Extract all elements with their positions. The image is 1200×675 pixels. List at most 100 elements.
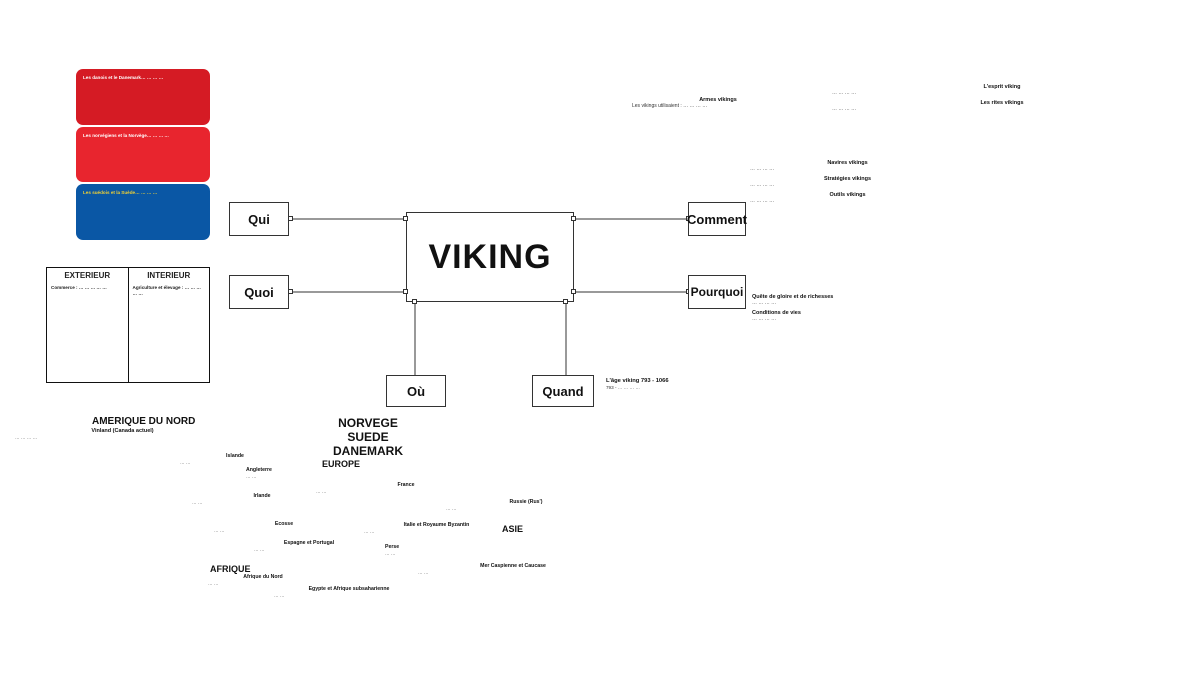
esprit-block: L'esprit viking … … … … Les rites viking… <box>832 84 1172 113</box>
place-title: Vinland (Canada actuel) <box>91 428 154 434</box>
place-text: … … <box>208 580 219 586</box>
vinland-block: Vinland (Canada actuel) … … … … <box>15 428 230 441</box>
armes-block: Armes vikings Les vikings utilisaient : … <box>632 97 804 110</box>
section-text: … … … … <box>752 300 777 307</box>
card-text: Les norvégiens et la Norvège… … … … <box>83 133 170 138</box>
ecosse-block: Ecosse … … <box>214 521 354 534</box>
anchor <box>571 216 576 221</box>
place-text: … … <box>364 444 376 449</box>
irlande-block: Irlande … … <box>192 493 332 506</box>
place-text: … … … … <box>15 434 38 440</box>
region-title: EUROPE <box>322 459 361 469</box>
navires-block: Navires vikings … … … … Stratégies vikin… <box>750 160 945 204</box>
branch-quoi[interactable]: Quoi <box>229 275 289 309</box>
place-text: … … <box>418 569 429 575</box>
place-title: Egypte et Afrique subsaharienne <box>308 586 390 592</box>
place-text: … … <box>316 488 327 494</box>
section-text: … … … … <box>752 316 777 323</box>
place-text: … … <box>446 505 457 511</box>
russie-block: Russie (Rus') … … <box>446 499 606 512</box>
section-title: Quête de gloire et de richesses <box>752 294 834 300</box>
afrique-nord-block: Afrique du Nord … … <box>208 574 318 587</box>
branch-label: Quoi <box>244 284 274 300</box>
branch-label: Qui <box>248 211 270 227</box>
section-title: Outils vikings <box>829 191 866 198</box>
table-header: INTERIEUR <box>147 271 191 280</box>
branch-comment[interactable]: Comment <box>687 202 747 236</box>
branch-label: Où <box>406 383 426 399</box>
france-block: France … … <box>316 482 496 495</box>
italie-block: Italie et Royaume Byzantin … … <box>364 522 509 535</box>
region-title: AFRIQUE <box>210 564 251 574</box>
center-node[interactable]: VIKING <box>406 212 574 302</box>
section-text: … … … … <box>832 90 857 97</box>
place-title: Mer Caspienne et Caucase <box>480 563 546 569</box>
region-title: NORVEGE SUEDE DANEMARK <box>333 416 403 458</box>
place-text: … … <box>254 546 265 552</box>
section-text: … … … … <box>750 198 775 205</box>
place-title: Ecosse <box>274 521 294 527</box>
pourquoi-block: Quête de gloire et de richesses … … … … … <box>752 294 932 323</box>
place-title: France <box>397 482 415 488</box>
branch-label: Quand <box>542 383 584 399</box>
timeline-title: L'âge viking 793 - 1066 <box>606 378 669 384</box>
section-title: Les rites vikings <box>980 99 1024 106</box>
mer-caspienne-block: Mer Caspienne et Caucase … … <box>418 563 608 576</box>
place-title: Islande <box>226 453 244 459</box>
card-danois: Les danois et le Danemark… … … … <box>76 69 210 125</box>
branch-label: Comment <box>687 211 747 227</box>
section-title: Conditions de vies <box>752 309 801 316</box>
perse-block: Perse … … <box>385 544 600 557</box>
place-text: … … <box>246 473 257 479</box>
place-text: … … <box>214 527 225 533</box>
place-title: Angleterre <box>246 467 272 473</box>
place-title: Perse <box>385 544 400 550</box>
place-text: … … <box>385 550 396 556</box>
egypte-block: Egypte et Afrique subsaharienne … … <box>274 586 424 599</box>
section-text: … … … … <box>750 166 775 173</box>
anchor <box>412 299 417 304</box>
anchor <box>563 299 568 304</box>
section-title: Navires vikings <box>827 160 868 166</box>
card-text: Les suédois et la Suède… … … … <box>83 190 158 195</box>
table-col-interieur: INTERIEUR Agriculture et élevage : … … …… <box>127 268 210 382</box>
section-text: Les vikings utilisaient : … … … … <box>632 103 708 110</box>
table-header: EXTERIEUR <box>64 271 111 280</box>
place-text: … … <box>192 499 203 505</box>
place-text: … … <box>274 592 285 598</box>
section-title: L'esprit viking <box>983 84 1021 90</box>
branch-ou[interactable]: Où <box>386 375 446 407</box>
card-suedois: Les suédois et la Suède… … … … <box>76 184 210 240</box>
table-cell: Commerce : … … … … … <box>51 285 107 290</box>
place-text: … … <box>364 528 375 534</box>
angleterre-block: Angleterre … … <box>246 467 318 480</box>
section-text: … … … … <box>750 182 775 189</box>
table-cell: Agriculture et élevage : … … … … … <box>132 285 201 296</box>
timeline-text: 793 - … … … … <box>606 384 640 390</box>
region-title: ASIE <box>502 524 524 534</box>
place-title: Russie (Rus') <box>509 499 543 505</box>
espagne-block: Espagne et Portugal … … <box>254 540 364 553</box>
anchor <box>403 289 408 294</box>
anchor <box>571 289 576 294</box>
card-text: Les danois et le Danemark… … … … <box>83 75 164 80</box>
section-title: Stratégies vikings <box>823 175 872 182</box>
section-text: … … … … <box>832 106 857 113</box>
place-title: Afrique du Nord <box>243 574 283 580</box>
branch-qui[interactable]: Qui <box>229 202 289 236</box>
branch-pourquoi[interactable]: Pourquoi <box>688 275 746 309</box>
timeline-block: L'âge viking 793 - 1066 793 - … … … … <box>606 378 896 391</box>
place-text: … … <box>180 459 191 465</box>
anchor <box>403 216 408 221</box>
branch-quand[interactable]: Quand <box>532 375 594 407</box>
center-title: VIKING <box>428 237 552 276</box>
section-title: Armes vikings <box>699 97 737 103</box>
card-norvegiens: Les norvégiens et la Norvège… … … … <box>76 127 210 182</box>
place-title: Espagne et Portugal <box>283 540 335 546</box>
place-title: Italie et Royaume Byzantin <box>403 522 470 528</box>
quoi-table: EXTERIEUR Commerce : … … … … … INTERIEUR… <box>46 267 210 383</box>
table-col-exterieur: EXTERIEUR Commerce : … … … … … <box>47 268 128 382</box>
branch-label: Pourquoi <box>690 285 744 299</box>
place-title: Irlande <box>253 493 271 499</box>
